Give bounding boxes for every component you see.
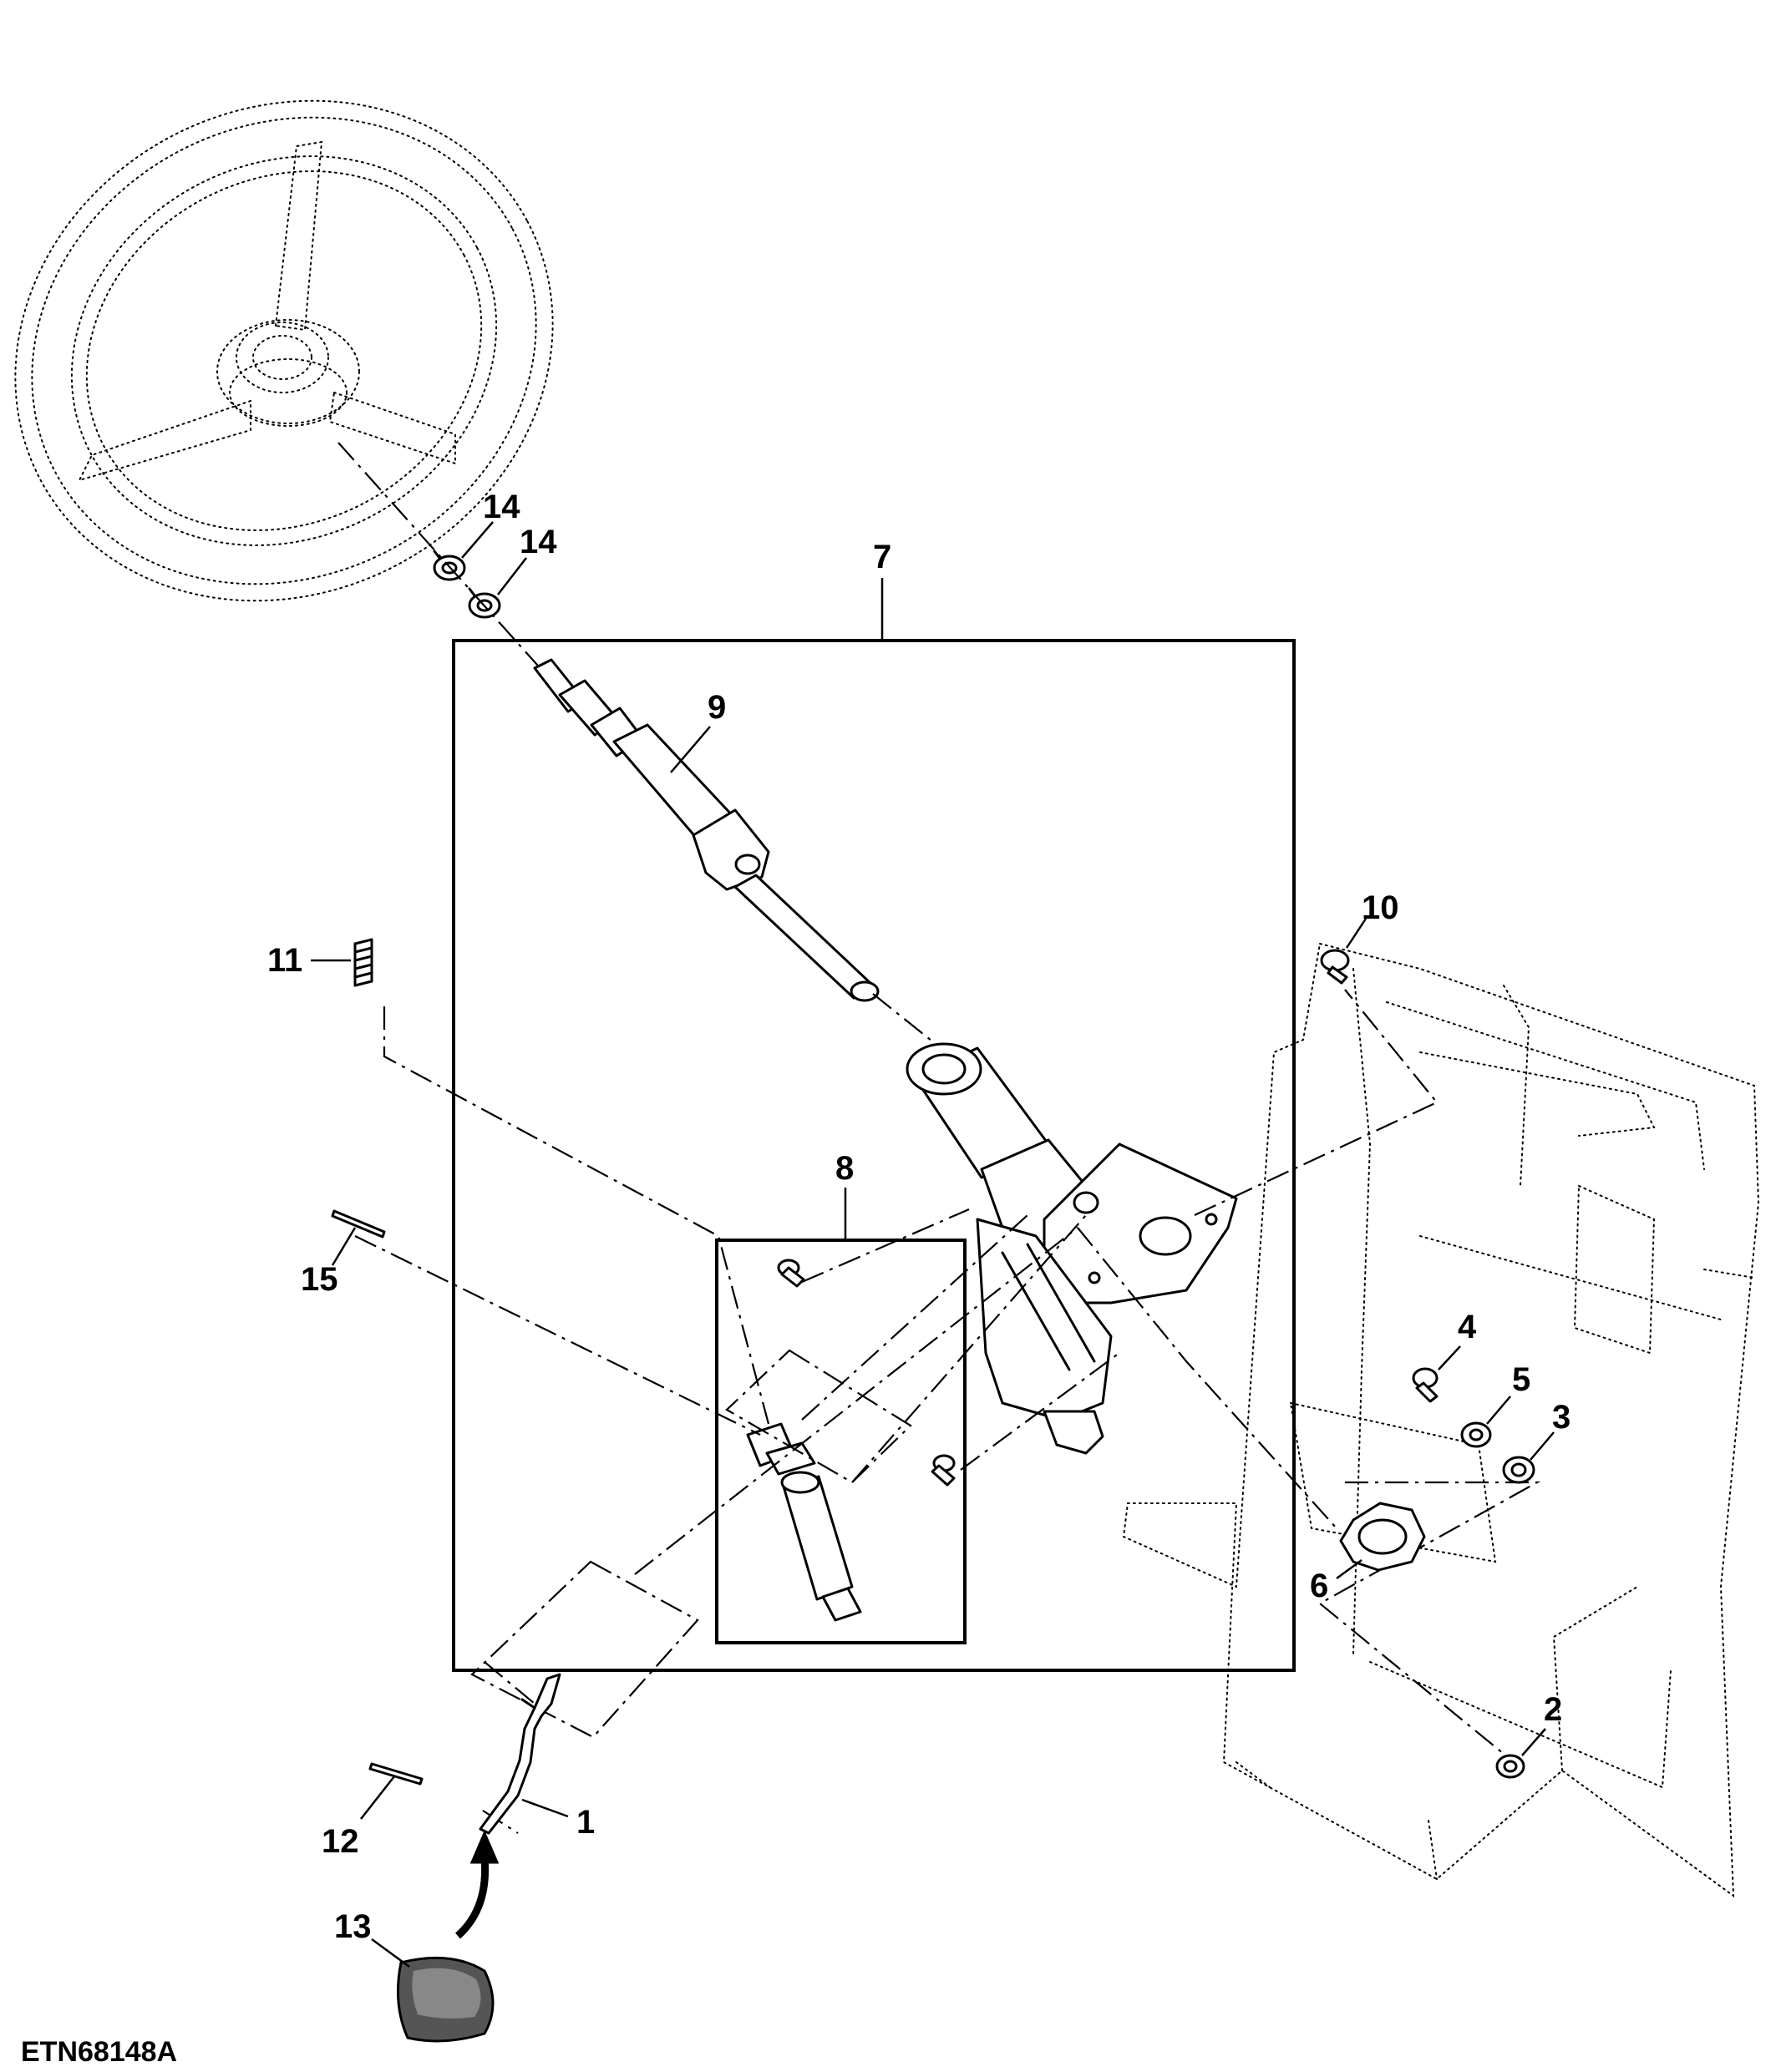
cap-screw-icon bbox=[1412, 1367, 1439, 1403]
leader-10 bbox=[1345, 918, 1368, 949]
steering-column-assembly-box bbox=[452, 639, 1296, 1672]
washer-icon bbox=[1460, 1421, 1492, 1448]
leader-1 bbox=[521, 1798, 569, 1818]
leader-14b bbox=[497, 557, 527, 595]
snap-ring-icon bbox=[433, 550, 466, 581]
callout-14b: 14 bbox=[520, 524, 557, 560]
callout-7: 7 bbox=[873, 539, 891, 575]
leader-3 bbox=[1530, 1431, 1555, 1461]
callout-14a: 14 bbox=[483, 489, 520, 525]
knob-icon bbox=[396, 1956, 495, 2043]
snap-ring-icon bbox=[468, 587, 501, 619]
gasket-icon bbox=[1339, 1502, 1426, 1572]
nut-icon bbox=[1502, 1456, 1535, 1484]
leader-12 bbox=[360, 1776, 395, 1820]
leader-9 bbox=[670, 726, 711, 773]
pin-icon bbox=[368, 1762, 424, 1786]
callout-1: 1 bbox=[576, 1804, 595, 1841]
nut-icon bbox=[1495, 1754, 1525, 1779]
leader-15 bbox=[331, 1227, 357, 1266]
leader-5 bbox=[1486, 1396, 1511, 1425]
callout-6: 6 bbox=[1310, 1568, 1328, 1604]
tilt-cylinder-kit-box bbox=[715, 1239, 967, 1644]
callout-2: 2 bbox=[1544, 1691, 1562, 1728]
cap-screw-icon bbox=[777, 1259, 805, 1288]
cap-screw-icon bbox=[1320, 949, 1350, 985]
steering-shaft-icon bbox=[533, 658, 880, 1002]
spring-icon bbox=[353, 938, 373, 987]
callout-10: 10 bbox=[1362, 889, 1399, 926]
assembly-guide-lines bbox=[354, 989, 1541, 1834]
dash-frame-icon bbox=[1122, 942, 1760, 1898]
leader-13 bbox=[371, 1938, 410, 1968]
leader-6 bbox=[1336, 1558, 1362, 1580]
curved-arrow-icon bbox=[454, 1830, 500, 1939]
cap-screw-icon bbox=[931, 1454, 956, 1487]
leader-14a bbox=[461, 521, 494, 559]
callout-12: 12 bbox=[322, 1823, 359, 1860]
figure-id: ETN68148A bbox=[21, 2036, 177, 2068]
steering-column-icon bbox=[906, 1042, 1238, 1455]
callout-15: 15 bbox=[301, 1261, 338, 1298]
callout-9: 9 bbox=[708, 689, 726, 726]
callout-5: 5 bbox=[1512, 1361, 1530, 1398]
callout-13: 13 bbox=[334, 1908, 372, 1945]
leader-2 bbox=[1521, 1728, 1546, 1756]
leader-4 bbox=[1438, 1345, 1461, 1370]
pin-icon bbox=[331, 1209, 386, 1239]
callout-11: 11 bbox=[267, 942, 302, 979]
tilt-lever-icon bbox=[479, 1673, 561, 1835]
callout-8: 8 bbox=[835, 1150, 854, 1187]
callout-3: 3 bbox=[1552, 1399, 1570, 1436]
assembly-centerline bbox=[337, 442, 552, 681]
callout-4: 4 bbox=[1458, 1309, 1477, 1345]
gas-cylinder-icon bbox=[746, 1422, 862, 1622]
steering-wheel-icon bbox=[14, 99, 554, 602]
